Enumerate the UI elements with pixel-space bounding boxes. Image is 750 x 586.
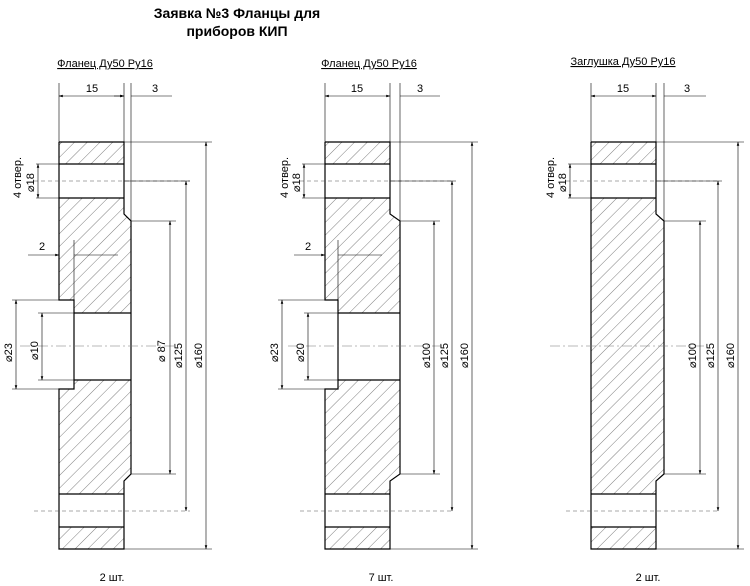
dim-hole-diameter: ⌀18: [25, 173, 37, 192]
dim-holes: 4 отвер.: [545, 157, 557, 198]
title-line-2: приборов КИП: [186, 23, 287, 39]
dim-gap: 2: [39, 241, 45, 253]
section-hatch: [59, 142, 131, 549]
dim-hole-diameter: ⌀18: [291, 173, 303, 192]
dim-d-outer: ⌀160: [193, 343, 205, 368]
dim-d-outer-hole: ⌀23: [3, 343, 15, 362]
dim-d-bolt: ⌀125: [439, 343, 451, 368]
dim-d-bolt: ⌀125: [173, 343, 185, 368]
dim-step: 3: [684, 83, 690, 95]
dim-width: 15: [617, 83, 629, 95]
dim-holes: 4 отвер.: [12, 157, 24, 198]
dim-width: 15: [86, 83, 98, 95]
dim-step: 3: [152, 83, 158, 95]
part-label: Фланец Ду50 Ру16: [57, 58, 153, 70]
dim-gap: 2: [305, 241, 311, 253]
dim-d-raised: ⌀100: [421, 343, 433, 368]
part-flange-2: Фланец Ду50 Ру16 15 3 4 отвер. ⌀: [269, 58, 478, 584]
part-quantity: 2 шт.: [636, 572, 661, 584]
dim-holes: 4 отвер.: [279, 157, 291, 198]
part-label: Фланец Ду50 Ру16: [321, 58, 417, 70]
dim-d-inner-hole: ⌀10: [29, 341, 41, 360]
section-hatch: [591, 142, 664, 549]
dim-d-inner-hole: ⌀20: [295, 343, 307, 362]
dim-d-outer: ⌀160: [459, 343, 471, 368]
dim-hole-diameter: ⌀18: [557, 173, 569, 192]
dim-d-raised: ⌀100: [687, 343, 699, 368]
dim-d-outer: ⌀160: [725, 343, 737, 368]
part-label: Заглушка Ду50 Ру16: [570, 56, 675, 68]
dim-d-raised: ⌀ 87: [156, 340, 168, 362]
part-blind-flange: Заглушка Ду50 Ру16 15 3 4 отвер. ⌀18: [545, 56, 744, 584]
section-hatch: [325, 142, 400, 549]
part-quantity: 2 шт.: [100, 572, 125, 584]
dim-step: 3: [417, 83, 423, 95]
title-line-1: Заявка №3 Фланцы для: [154, 5, 320, 21]
dim-d-outer-hole: ⌀23: [269, 343, 281, 362]
dim-width: 15: [351, 83, 363, 95]
dim-d-bolt: ⌀125: [705, 343, 717, 368]
part-flange-1: Фланец Ду50 Ру16 15 3: [3, 58, 212, 584]
part-quantity: 7 шт.: [369, 572, 394, 584]
